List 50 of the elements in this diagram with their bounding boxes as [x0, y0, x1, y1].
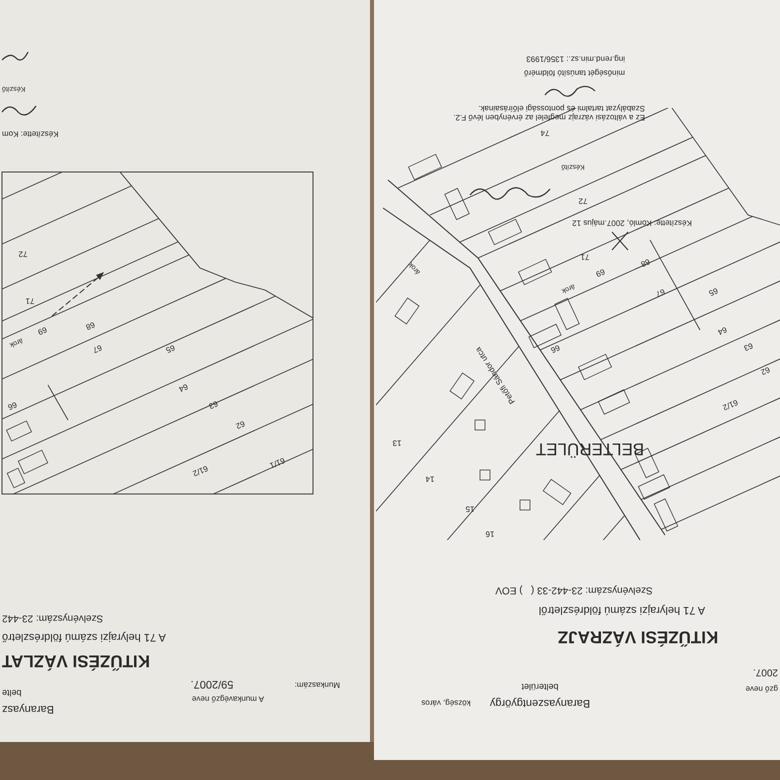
- parcel-number: 63: [742, 340, 754, 352]
- parcel-number: 71: [580, 252, 590, 260]
- field-caption: Munkaszám:: [294, 680, 340, 688]
- parcel-number: 61/2: [191, 462, 209, 478]
- parcel-number: 66: [6, 399, 18, 411]
- field-caption: A munkavégző neve: [192, 694, 264, 702]
- parcel-number: 69: [36, 324, 48, 336]
- work-number: 59/2007.: [190, 678, 234, 690]
- parcel-number: 74: [540, 128, 550, 136]
- work-number: 2007.: [752, 666, 778, 678]
- registration-number: ing.rend.min.sz.: 1356/1993: [526, 54, 625, 62]
- sheet-subtitle: A 71 helyrajzi számú földrészletről: [538, 604, 706, 616]
- sheet-number: Szelvényszám: 23-442: [2, 612, 104, 624]
- parcel-number: 72: [578, 196, 588, 204]
- parcel-number: 13: [392, 438, 402, 446]
- parcel-number: 65: [164, 342, 176, 354]
- sheet-title: KITŰZÉSI VÁZLAT: [2, 650, 150, 670]
- certification-note: Ez a változási vázrajz megfelel az érvényben lévő F.2. Szabályzat tartalmi és pontossági előírásainak.: [452, 103, 645, 121]
- parcel-number: 67: [91, 342, 103, 354]
- parcel-number: 62: [234, 418, 246, 430]
- parcel-number: 63: [207, 398, 219, 410]
- parcel-number: 66: [549, 342, 561, 354]
- parcel-number: 72: [18, 248, 28, 258]
- parcel-number: 67: [654, 286, 666, 298]
- settlement-name: Baranyasz: [2, 702, 54, 716]
- parcel-number: 14: [426, 474, 434, 482]
- certifier-note: minőségét tanúsító földmérő: [524, 68, 625, 76]
- field-caption: gző neve: [746, 684, 778, 692]
- preparation-note: Készítette: Kom: [2, 128, 58, 138]
- preparation-note: Készítette: Komló, 2007.május 12: [572, 218, 692, 226]
- parcel-number: 71: [26, 296, 34, 304]
- parcel-number: 69: [594, 266, 606, 278]
- parcel-number: 62: [759, 364, 771, 376]
- parcel-number: 61/1: [268, 454, 286, 470]
- area-type: belte: [2, 687, 22, 697]
- parcel-number: 68: [639, 256, 651, 268]
- parcel-number: 65: [707, 285, 719, 297]
- parcel-number: 61/2: [721, 396, 739, 412]
- parcel-number: 68: [84, 319, 96, 331]
- sheet-number: Szelvényszám: 23-442-33 ( ) EOV: [495, 584, 653, 596]
- parcel-number: 64: [716, 324, 728, 336]
- parcel-number: 64: [177, 381, 189, 393]
- field-caption: község, város: [421, 698, 471, 706]
- sheet-title: KITŰZÉSI VÁZRAJZ: [558, 626, 718, 646]
- zone-label: BELTERÜLET: [536, 438, 644, 458]
- parcel-number: 15: [466, 504, 474, 512]
- area-type: belterület: [521, 681, 559, 691]
- settlement-name: Baranyaszentgyörgy: [490, 696, 590, 710]
- parcel-number: 16: [486, 528, 494, 538]
- sheet-subtitle: A 71 helyrajzi számú földrészletrő: [2, 630, 166, 644]
